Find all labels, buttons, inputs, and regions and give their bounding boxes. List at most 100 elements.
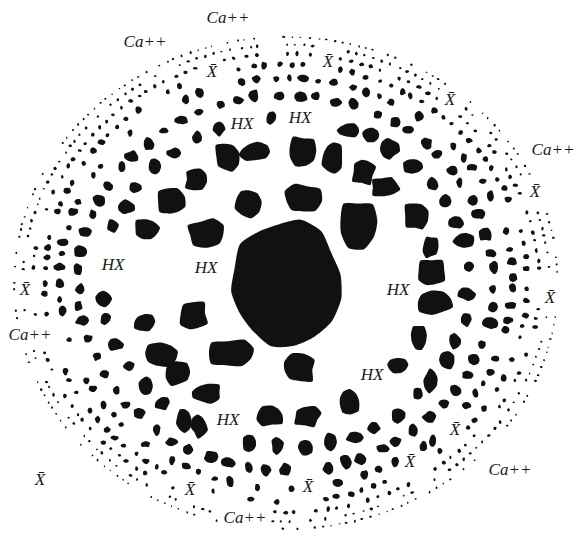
particle-blob: [272, 437, 284, 455]
particle-blob: [286, 52, 289, 56]
particle-blob: [299, 37, 301, 38]
particle-blob: [509, 357, 515, 362]
particle-blob: [279, 463, 291, 476]
ion-label: X̄: [303, 478, 313, 497]
particle-blob: [513, 184, 518, 187]
particle-blob: [522, 241, 526, 246]
particle-blob: [201, 508, 205, 510]
ion-label: Ca++: [124, 33, 167, 52]
particle-blob: [204, 55, 207, 58]
particle-blob: [556, 271, 558, 273]
particle-blob: [146, 71, 148, 74]
particle-blob: [380, 138, 400, 160]
particle-blob: [311, 45, 315, 48]
particle-blob: [322, 526, 324, 528]
particle-blob: [427, 177, 439, 191]
particle-blob: [183, 444, 193, 455]
particle-blob: [252, 75, 261, 83]
particle-blob: [444, 83, 446, 85]
particle-blob: [57, 296, 62, 303]
particle-blob: [103, 182, 113, 191]
particle-blob: [462, 371, 473, 379]
particle-blob: [205, 47, 207, 49]
particle-blob: [503, 399, 507, 403]
particle-blob: [48, 402, 50, 404]
particle-blob: [420, 441, 427, 451]
particle-blob: [74, 245, 87, 257]
particle-blob: [346, 432, 364, 443]
particle-blob: [549, 338, 552, 340]
particle-blob: [80, 417, 83, 421]
particle-blob: [506, 247, 513, 252]
particle-blob: [28, 361, 31, 363]
particle-blob: [366, 498, 370, 503]
particle-blob: [87, 114, 89, 116]
particle-blob: [510, 420, 512, 422]
particle-blob: [13, 288, 15, 291]
particle-core: [231, 220, 342, 348]
particle-blob: [40, 388, 43, 391]
particle-blob: [403, 159, 423, 173]
particle-blob: [104, 426, 111, 433]
particle-blob: [466, 122, 469, 124]
particle-blob: [244, 55, 248, 58]
particle-blob: [41, 291, 48, 297]
particle-blob: [44, 244, 51, 251]
particle-blob: [523, 401, 525, 403]
particle-blob: [363, 510, 365, 511]
particle-blob: [274, 499, 280, 505]
particle-blob: [537, 258, 540, 263]
particle-blob: [296, 528, 298, 530]
particle-blob: [167, 61, 169, 63]
particle-blob: [57, 239, 69, 246]
particle-blob: [390, 117, 400, 127]
particle-blob: [416, 85, 422, 89]
particle-blob: [80, 444, 82, 446]
particle-blob: [63, 394, 67, 399]
particle-blob: [488, 302, 498, 312]
particle-blob: [190, 415, 208, 439]
particle-blob: [473, 434, 476, 437]
particle-blob: [347, 50, 350, 54]
particle-blob: [450, 385, 461, 396]
particle-blob: [499, 130, 501, 132]
particle-blob: [324, 517, 326, 521]
particle-blob: [525, 379, 527, 382]
particle-blob: [255, 484, 260, 491]
particle-blob: [431, 107, 438, 113]
particle-blob: [525, 210, 528, 214]
particle-blob: [326, 506, 330, 511]
particle-blob: [292, 37, 294, 39]
particle-blob: [174, 75, 178, 78]
particle-blob: [505, 167, 508, 171]
particle-blob: [478, 341, 486, 349]
particle-blob: [515, 165, 517, 168]
particle-blob: [482, 317, 498, 329]
particle-blob: [247, 497, 254, 502]
particle-blob: [179, 64, 181, 66]
particle-blob: [104, 98, 106, 100]
particle-blob: [402, 126, 414, 134]
particle-blob: [463, 468, 465, 470]
particle-blob: [298, 440, 313, 455]
particle-blob: [537, 267, 541, 270]
particle-blob: [30, 219, 33, 223]
particle-blob: [338, 66, 343, 72]
particle-blob: [435, 97, 438, 101]
particle-blob: [79, 227, 92, 236]
particle-blob: [337, 123, 359, 137]
particle-blob: [37, 381, 39, 383]
particle-blob: [83, 142, 87, 145]
particle-blob: [325, 39, 328, 41]
particle-blob: [421, 78, 424, 80]
particle-blob: [177, 83, 182, 89]
particle-blob: [418, 290, 453, 315]
particle-blob: [37, 203, 39, 205]
particle-blob: [504, 197, 511, 203]
particle-blob: [401, 505, 403, 507]
particle-blob: [43, 280, 48, 287]
ion-label: X̄: [323, 53, 333, 72]
particle-blob: [145, 483, 147, 487]
particle-blob: [35, 357, 37, 359]
particle-blob: [524, 286, 529, 291]
